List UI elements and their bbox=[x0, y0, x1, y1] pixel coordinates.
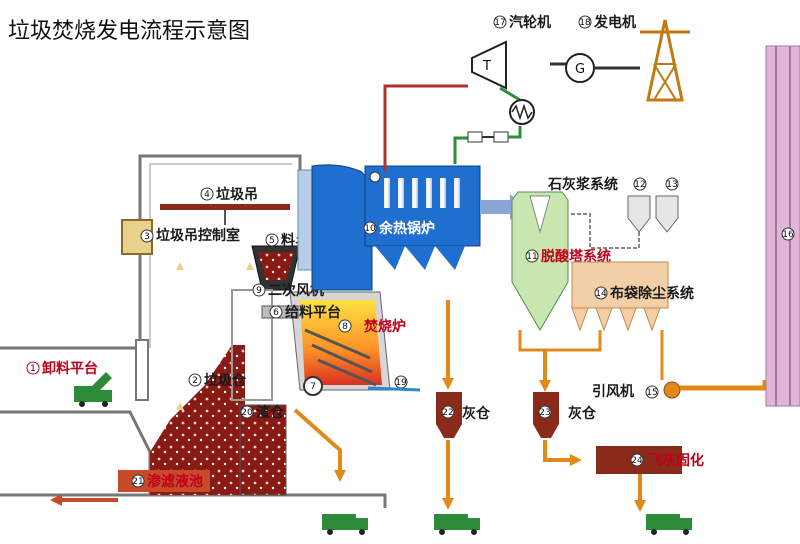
generator: G 18 发电机 bbox=[565, 14, 636, 83]
secondary-fan: 9 二次风机 bbox=[252, 282, 324, 299]
feeding-platform: 6 给料平台 bbox=[261, 304, 341, 321]
transmission-tower-icon bbox=[594, 19, 690, 102]
slag-truck-icon bbox=[322, 514, 368, 535]
primary-fan-number: 7 bbox=[310, 382, 316, 392]
crane: 4 垃圾吊 bbox=[160, 186, 290, 225]
induced-fan-number: 15 bbox=[646, 388, 657, 398]
slag-bin-number: 20 bbox=[241, 408, 253, 418]
waste-heat-boiler: 10 余热锅炉 bbox=[311, 164, 481, 291]
ash-truck-icon bbox=[434, 514, 480, 535]
crane-control-room-number: 3 bbox=[144, 232, 150, 242]
induced-fan: 15 引风机 bbox=[592, 330, 768, 400]
diagram-title: 垃圾焚烧发电流程示意图 bbox=[8, 19, 250, 44]
slag-bin-label: 渣仓 bbox=[256, 404, 285, 421]
refuse-bunker-number: 2 bbox=[192, 376, 198, 386]
leachate-pool-number: 21 bbox=[132, 477, 143, 487]
bag-filter-number: 14 bbox=[595, 289, 607, 299]
bag-filter: 14 布袋除尘系统 bbox=[571, 261, 694, 332]
tower-label: 脱酸塔系统 bbox=[541, 248, 611, 265]
crane-control-room-label: 垃圾吊控制室 bbox=[156, 227, 240, 244]
garbage-truck-icon bbox=[74, 372, 112, 407]
boiler-number: 10 bbox=[364, 224, 376, 234]
secondary-fan-number: 9 bbox=[256, 286, 262, 296]
desulfurization-tower: 11 脱酸塔系统 bbox=[511, 191, 611, 331]
lime-tank-1-number: 12 bbox=[634, 180, 645, 190]
boiler-label: 余热锅炉 bbox=[378, 220, 435, 237]
tower-number: 11 bbox=[526, 252, 537, 262]
unloading-platform-label: 卸料平台 bbox=[42, 360, 98, 377]
fly-ash-label: 飞灰固化 bbox=[648, 452, 704, 469]
crane-number: 4 bbox=[204, 190, 210, 200]
generator-label: 发电机 bbox=[593, 14, 636, 31]
leachate-pool: 21 渗滤液池 bbox=[50, 470, 210, 506]
turbine: T 17 汽轮机 bbox=[471, 14, 551, 90]
lime-tank-2-number: 13 bbox=[666, 180, 677, 190]
turbine-label: 汽轮机 bbox=[509, 14, 551, 31]
unloading-platform-number: 1 bbox=[30, 364, 36, 374]
fly-ash-number: 24 bbox=[631, 456, 643, 466]
ash-bin-1-label: 灰仓 bbox=[462, 405, 491, 422]
ash-chute: 19 bbox=[367, 375, 421, 392]
refuse-bunker: 2 垃圾仓 bbox=[150, 289, 273, 495]
feeding-platform-label: 给料平台 bbox=[285, 304, 341, 321]
induced-fan-label: 引风机 bbox=[592, 383, 634, 400]
ash-bin-2-label: 灰仓 bbox=[568, 405, 597, 422]
fly-ash-solidification: 24 飞灰固化 bbox=[596, 446, 704, 474]
leachate-pool-label: 渗滤液池 bbox=[147, 473, 203, 490]
hopper-number: 5 bbox=[269, 236, 275, 246]
grate-icon bbox=[304, 328, 377, 387]
feeding-platform-number: 6 bbox=[273, 308, 279, 318]
condenser-icon bbox=[509, 99, 535, 125]
leachate-arrow-icon bbox=[50, 494, 118, 506]
ash-bin-1-number: 22 bbox=[442, 408, 453, 418]
crane-control-room-number-badge bbox=[140, 229, 154, 243]
turbine-symbol: T bbox=[482, 59, 491, 74]
crane-control-room: 3 垃圾吊控制室 bbox=[121, 219, 240, 255]
boiler-tubes bbox=[384, 178, 460, 208]
turbine-number: 17 bbox=[494, 18, 505, 28]
lime-slurry-label: 石灰浆系统 bbox=[547, 176, 618, 193]
crane-label: 垃圾吊 bbox=[216, 186, 258, 203]
fly-ash-truck-icon bbox=[646, 514, 692, 535]
air-flow-arrows bbox=[176, 262, 254, 410]
secondary-fan-label: 二次风机 bbox=[268, 282, 324, 299]
ash-bin-2: 23 灰仓 bbox=[533, 392, 597, 438]
incinerator-label: 焚烧炉 bbox=[363, 318, 406, 335]
refuse-bunker-label: 垃圾仓 bbox=[204, 372, 247, 389]
grate-number: 8 bbox=[342, 322, 348, 332]
bag-filter-label: 布袋除尘系统 bbox=[610, 285, 694, 302]
ash-bin-2-number: 23 bbox=[539, 408, 550, 418]
chimney: 16 bbox=[765, 45, 800, 407]
steam-drum-icon bbox=[369, 171, 381, 183]
ash-bin-1: 22 灰仓 bbox=[436, 392, 491, 438]
generator-symbol: G bbox=[575, 62, 585, 77]
primary-fan: 7 bbox=[303, 376, 323, 396]
incinerator: 8 焚烧炉 bbox=[289, 169, 406, 391]
chimney-number: 16 bbox=[782, 230, 794, 240]
lime-slurry-system: 石灰浆系统 12 13 bbox=[547, 176, 679, 249]
slag-bin: 20 渣仓 bbox=[239, 404, 287, 496]
generator-number: 18 bbox=[579, 18, 591, 28]
ash-flow-lines bbox=[293, 300, 646, 512]
ash-chute-number: 19 bbox=[395, 378, 407, 388]
steam-water-lines bbox=[383, 62, 570, 172]
unloading-platform: 1 卸料平台 bbox=[26, 360, 112, 407]
